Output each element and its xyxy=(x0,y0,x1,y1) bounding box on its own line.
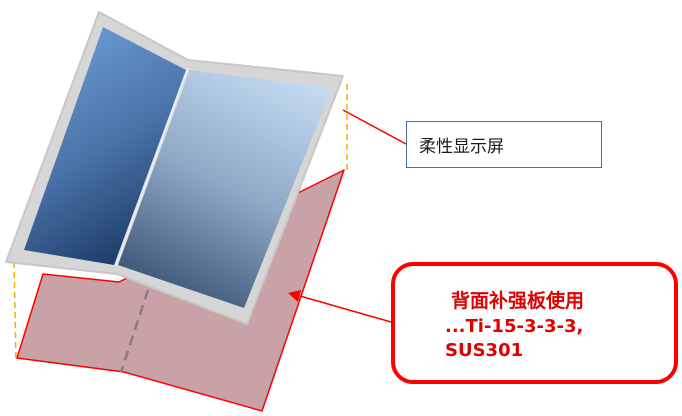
display-callout-line xyxy=(342,109,407,145)
guide-line-left xyxy=(13,261,17,361)
backplate-callout-box: 背面补强板使用 ...Ti-15-3-3-3, SUS301 xyxy=(391,262,678,384)
display-label: 柔性显示屏 xyxy=(419,137,504,157)
backplate-material-line-2: SUS301 xyxy=(445,340,524,361)
screen-fold-line xyxy=(115,67,189,267)
backplate-callout-arrowhead xyxy=(288,290,301,302)
backplate-callout-line xyxy=(299,295,392,323)
screen-left-panel xyxy=(24,27,186,265)
display-label-box: 柔性显示屏 xyxy=(406,121,602,168)
screen-right-panel xyxy=(118,70,332,308)
backplate-material-line-1: ...Ti-15-3-3-3, xyxy=(445,316,584,337)
backplate-callout-title: 背面补强板使用 xyxy=(451,290,585,312)
backplate-fold-line xyxy=(119,289,150,373)
